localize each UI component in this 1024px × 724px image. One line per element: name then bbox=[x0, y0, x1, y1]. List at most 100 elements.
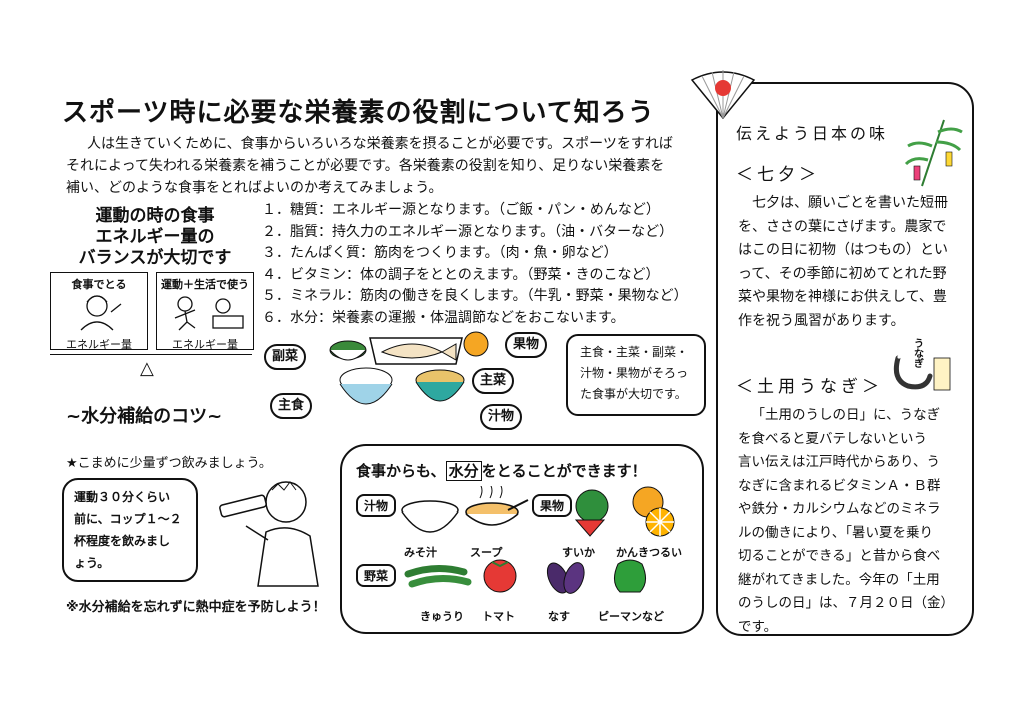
tanabata-line: 菜や果物を神様にお供えして、豊 bbox=[738, 289, 947, 305]
side-dish-icon bbox=[329, 340, 367, 361]
miso-soup-icon bbox=[401, 500, 459, 533]
unagi-title: ＜土用うなぎ＞ bbox=[736, 377, 883, 397]
unagi-line: や鉄分・カルシウムなどのミネラ bbox=[738, 501, 941, 517]
nutrient-item: ２．脂質：持久力のエネルギー源となります。（油・バターなど） bbox=[262, 223, 674, 240]
nutrient-item: ５．ミネラル：筋肉の働きを良くします。（牛乳・野菜・果物など） bbox=[262, 288, 688, 304]
tanabata-body: 七夕は、願いごとを書いた短冊 を、ささの葉にさげます。農家で はこの日に初物（は… bbox=[738, 192, 964, 333]
cucumber-icon bbox=[404, 565, 472, 588]
intro-line: 人は生きていくために、食事からいろいろな栄養素を摂ることが必要です。スポーツをす… bbox=[87, 136, 673, 152]
nutrient-item: ６．水分：栄養素の運搬・体温調節などをおこないます。 bbox=[262, 309, 625, 326]
nutrient-item: １．糖質：エネルギー源となります。（ご飯・パン・めんなど） bbox=[262, 202, 660, 218]
tanabata-line: って、その季節に初めてとれた野 bbox=[738, 265, 947, 282]
tanabata-line: 作を祝う風習があります。 bbox=[738, 312, 905, 329]
eel-icon bbox=[893, 355, 951, 391]
eggplant-icon bbox=[546, 562, 585, 594]
eating-child-icon bbox=[80, 295, 122, 331]
energy-use-label: 運動＋生活で使う bbox=[161, 278, 249, 291]
running-child-icon bbox=[174, 296, 244, 331]
unagi-line: を食べると夏バテしないという bbox=[738, 430, 927, 447]
water-food-title-key: 水分 bbox=[445, 461, 482, 481]
tanabata-title: ＜七夕＞ bbox=[736, 165, 820, 185]
soup-label: スープ bbox=[470, 546, 503, 559]
energy-heading-line: 運動の時の食事 bbox=[95, 206, 215, 226]
energy-use-sub: エネルギー量 bbox=[172, 338, 238, 351]
watermelon-label: すいか bbox=[562, 546, 595, 559]
balance-beam bbox=[50, 354, 252, 355]
water-heading: ~水分補給のコツ~ bbox=[66, 406, 223, 427]
soup-label: 汁物 bbox=[480, 404, 523, 430]
tanabata-line: 七夕は、願いごとを書いた短冊 bbox=[752, 195, 948, 211]
water-food-box bbox=[340, 444, 704, 634]
energy-heading-line: エネルギー量の bbox=[95, 227, 215, 247]
fan-icon bbox=[690, 70, 756, 120]
rice-bowl-icon bbox=[339, 367, 393, 405]
drinking-person-icon bbox=[219, 481, 319, 587]
water-food-title-post: をとることができます！ bbox=[481, 462, 647, 480]
water-bubble-line: 運動３０分くらい bbox=[74, 490, 171, 504]
page-title: スポーツ時に必要な栄養素の役割について知ろう bbox=[62, 98, 655, 128]
water-bubble-line: 前に、コップ１～２ bbox=[74, 512, 182, 526]
nutrient-item: ３．たんぱく質：筋肉をつくります。（肉・魚・卵など） bbox=[262, 245, 618, 261]
cucumber-label: きゅうり bbox=[420, 610, 464, 623]
tomato-label: トマト bbox=[482, 610, 515, 623]
water-warning: ※水分補給を忘れずに熱中症を予防しよう！ bbox=[66, 600, 326, 615]
eggplant-label: なす bbox=[548, 610, 570, 623]
meal-note: 主食・主菜・副菜・ 汁物・果物がそろっ た食事が大切です。 bbox=[566, 334, 706, 416]
bamboo-icon bbox=[904, 119, 963, 187]
fruit-tag: 果物 bbox=[532, 494, 573, 517]
water-bubble-line: ょう。 bbox=[74, 556, 110, 570]
water-food-title-pre: 食事からも、 bbox=[356, 462, 446, 480]
fruit-label: 果物 bbox=[505, 332, 548, 358]
energy-heading: 運動の時の食事 エネルギー量の バランスが大切です bbox=[60, 206, 250, 269]
water-food-title: 食事からも、水分をとることができます！ bbox=[356, 460, 647, 481]
vegetable-tag: 野菜 bbox=[356, 564, 397, 587]
japanese-flavor-column bbox=[716, 82, 974, 636]
meal-note-line: 汁物・果物がそろっ bbox=[580, 366, 689, 380]
energy-intake-box: 食事でとる エネルギー量 bbox=[50, 272, 148, 351]
unagi-art-text: うなぎ bbox=[914, 339, 924, 370]
water-tip: ★こまめに少量ずつ飲みましょう。 bbox=[66, 456, 272, 471]
unagi-line: なぎに含まれるビタミンＡ・Ｂ群 bbox=[738, 477, 941, 494]
water-bubble-line: 杯程度を飲みまし bbox=[74, 534, 171, 548]
unagi-line: 「土用のうしの日」に、うなぎ bbox=[751, 407, 941, 423]
unagi-line: のうしの日」は、７月２０日（金） bbox=[738, 595, 954, 611]
water-bubble: 運動３０分くらい 前に、コップ１～２ 杯程度を飲みまし ょう。 bbox=[62, 478, 198, 582]
energy-intake-sub: エネルギー量 bbox=[66, 338, 132, 351]
unagi-line: ルの働きにより、「暑い夏を乗り bbox=[738, 524, 933, 541]
bell-pepper-label: ピーマンなど bbox=[598, 610, 664, 623]
intro-text: 人は生きていくために、食事からいろいろな栄養素を摂ることが必要です。スポーツをす… bbox=[66, 133, 706, 199]
unagi-line: 切ることができる」と昔から食べ bbox=[738, 548, 941, 564]
tanabata-line: はこの日に初物（はつもの）とい bbox=[738, 242, 948, 258]
unagi-line: 継がれてきました。今年の「土用 bbox=[738, 571, 940, 588]
bell-pepper-icon bbox=[614, 559, 646, 593]
energy-heading-line: バランスが大切です bbox=[78, 248, 232, 268]
unagi-body: 「土用のうしの日」に、うなぎ を食べると夏バテしないという 言い伝えは江戸時代か… bbox=[738, 404, 964, 639]
energy-use-box: 運動＋生活で使う エネルギー量 bbox=[156, 272, 254, 351]
nutrient-list: １．糖質：エネルギー源となります。（ご飯・パン・めんなど） ２．脂質：持久力のエ… bbox=[262, 200, 688, 329]
staple-label: 主食 bbox=[270, 393, 313, 419]
watermelon-icon bbox=[574, 489, 609, 537]
unagi-line: 言い伝えは江戸時代からあり、う bbox=[738, 454, 940, 470]
intro-line: 補い、どのような食事をとればよいのか考えてみましょう。 bbox=[66, 180, 443, 196]
soup-icon bbox=[465, 486, 529, 526]
miso-soup-label: みそ汁 bbox=[404, 546, 437, 559]
column-heading: 伝えよう日本の味 bbox=[736, 124, 889, 143]
main-dish-label: 主菜 bbox=[472, 368, 515, 394]
meal-note-line: 主食・主菜・副菜・ bbox=[580, 345, 689, 359]
meal-illustration bbox=[329, 331, 489, 405]
citrus-label: かんきつるい bbox=[616, 546, 682, 559]
unagi-line: です。 bbox=[738, 618, 778, 635]
soup-tag: 汁物 bbox=[356, 494, 397, 517]
fish-plate-icon bbox=[369, 337, 463, 365]
side-dish-label: 副菜 bbox=[264, 344, 307, 370]
meal-note-line: た食事が大切です。 bbox=[580, 387, 687, 401]
nutrient-item: ４．ビタミン：体の調子をととのえます。（野菜・きのこなど） bbox=[262, 266, 660, 283]
balance-triangle-icon: △ bbox=[140, 358, 154, 379]
energy-intake-label: 食事でとる bbox=[71, 278, 127, 291]
citrus-icon bbox=[632, 486, 675, 537]
fruit-icon bbox=[463, 331, 489, 357]
soup-bowl-icon bbox=[415, 369, 465, 402]
tomato-icon bbox=[483, 559, 517, 593]
water-food-illustrations bbox=[401, 486, 675, 594]
tanabata-line: を、ささの葉にさげます。農家で bbox=[738, 218, 947, 235]
